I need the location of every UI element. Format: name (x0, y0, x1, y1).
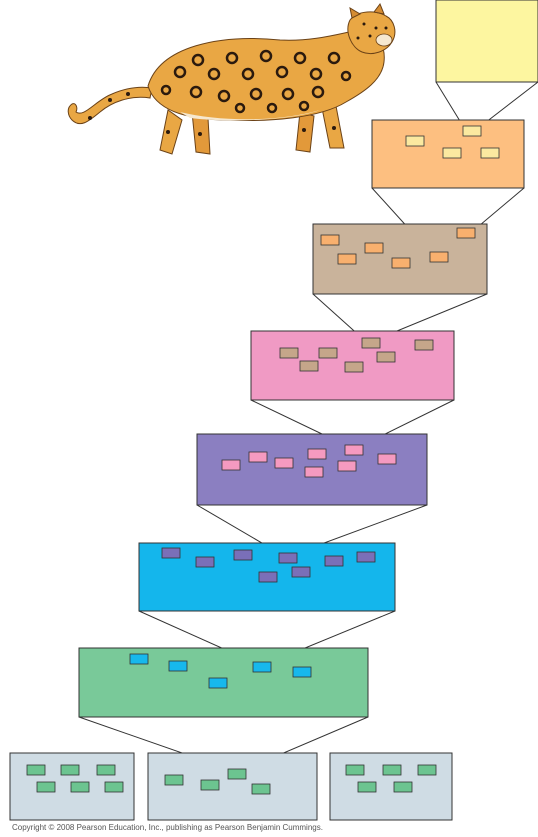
level-4-unit (414, 339, 434, 351)
level-4-unit (344, 361, 364, 373)
level-1-box (435, 0, 538, 83)
level-8-unit (251, 783, 271, 795)
level-8-unit (357, 781, 377, 793)
level-3-unit (391, 257, 411, 269)
level-8-unit (96, 764, 116, 776)
level-6-unit (356, 551, 376, 563)
level-6-unit (258, 571, 278, 583)
copyright-notice: Copyright © 2008 Pearson Education, Inc.… (12, 823, 323, 832)
level-5-unit (307, 448, 327, 460)
level-5-unit (337, 460, 357, 472)
level-8-unit (164, 774, 184, 786)
level-4-unit (299, 360, 319, 372)
level-8-unit (393, 781, 413, 793)
level-8-box-center (147, 752, 318, 821)
level-6-unit (324, 555, 344, 567)
level-8-unit (60, 764, 80, 776)
level-7-unit (168, 660, 188, 672)
level-8-unit (382, 764, 402, 776)
level-6-unit (291, 566, 311, 578)
level-5-unit (377, 453, 397, 465)
level-8-unit (26, 764, 46, 776)
level-5-unit (304, 466, 324, 478)
level-3-unit (364, 242, 384, 254)
level-5-unit (221, 459, 241, 471)
level-8-unit (227, 768, 247, 780)
level-3-unit (429, 251, 449, 263)
level-2-box (371, 119, 525, 189)
level-8-unit (345, 764, 365, 776)
level-3-unit (320, 234, 340, 246)
level-3-box (312, 223, 488, 295)
level-5-box (196, 433, 428, 506)
level-2-unit (405, 135, 425, 147)
level-4-unit (361, 337, 381, 349)
level-6-unit (161, 547, 181, 559)
level-7-box (78, 647, 369, 718)
level-4-unit (279, 347, 299, 359)
level-8-box-right (329, 752, 453, 821)
level-5-unit (248, 451, 268, 463)
level-7-unit (129, 653, 149, 665)
level-4-unit (318, 347, 338, 359)
level-2-unit (442, 147, 462, 159)
level-6-unit (195, 556, 215, 568)
level-2-unit (480, 147, 500, 159)
level-7-unit (292, 666, 312, 678)
jaguar-illustration (67, 2, 396, 155)
level-7-unit (252, 661, 272, 673)
level-6-unit (233, 549, 253, 561)
level-4-box (250, 330, 455, 401)
level-6-box (138, 542, 396, 612)
level-6-unit (278, 552, 298, 564)
level-8-box-left (9, 752, 135, 821)
level-5-unit (274, 457, 294, 469)
level-3-unit (456, 227, 476, 239)
level-2-unit (462, 125, 482, 137)
level-8-unit (70, 781, 90, 793)
level-8-unit (200, 779, 220, 791)
level-5-unit (344, 444, 364, 456)
level-8-unit (417, 764, 437, 776)
level-3-unit (337, 253, 357, 265)
level-7-unit (208, 677, 228, 689)
level-8-unit (104, 781, 124, 793)
level-4-unit (376, 351, 396, 363)
level-8-unit (36, 781, 56, 793)
